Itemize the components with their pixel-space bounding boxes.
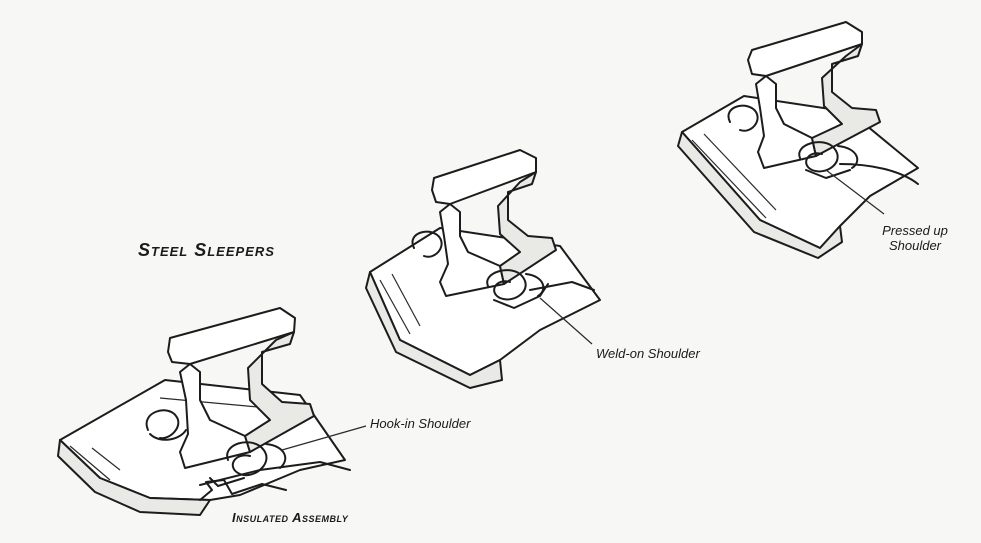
sleeper-front-edge <box>677 131 843 259</box>
pressed-up-label-line-1: Pressed up <box>882 223 948 238</box>
weld-on-leader <box>539 297 593 345</box>
diagram-title: Steel Sleepers <box>138 240 275 260</box>
hook-in-leader <box>281 425 367 451</box>
weld-on-shoulder <box>493 281 595 309</box>
insulated-assembly-drawing <box>57 307 367 516</box>
rail-side <box>811 43 881 157</box>
rail-clip-right <box>226 441 287 477</box>
rail-head <box>431 149 537 205</box>
hook-in-shoulder-label: Hook-in Shoulder <box>370 416 471 431</box>
rail-side <box>244 331 315 453</box>
rail-clip-left <box>145 409 187 441</box>
weld-on-assembly-drawing <box>365 149 601 389</box>
pressed-up-leader <box>825 169 885 215</box>
rail-head <box>167 307 296 365</box>
rail-web <box>439 203 505 297</box>
sleeper-front-edge <box>365 271 503 389</box>
pressed-up-shoulder <box>805 163 919 185</box>
pressed-up-shoulder-label: Pressed up Shoulder <box>872 223 958 253</box>
pressed-up-label-line-2: Shoulder <box>888 238 942 253</box>
rail-web <box>755 75 817 169</box>
weld-on-shoulder-label: Weld-on Shoulder <box>596 346 700 361</box>
rail-side <box>497 171 557 285</box>
rail-clip-left <box>727 104 759 132</box>
rail-clip-left <box>411 230 443 258</box>
pressed-up-assembly-drawing <box>677 21 919 259</box>
rail-web <box>179 363 251 469</box>
rail-clip-right <box>798 141 859 173</box>
rail-head <box>747 21 863 77</box>
insulated-assembly-caption: Insulated Assembly <box>232 510 349 525</box>
sleeper-front-edge <box>57 439 211 516</box>
